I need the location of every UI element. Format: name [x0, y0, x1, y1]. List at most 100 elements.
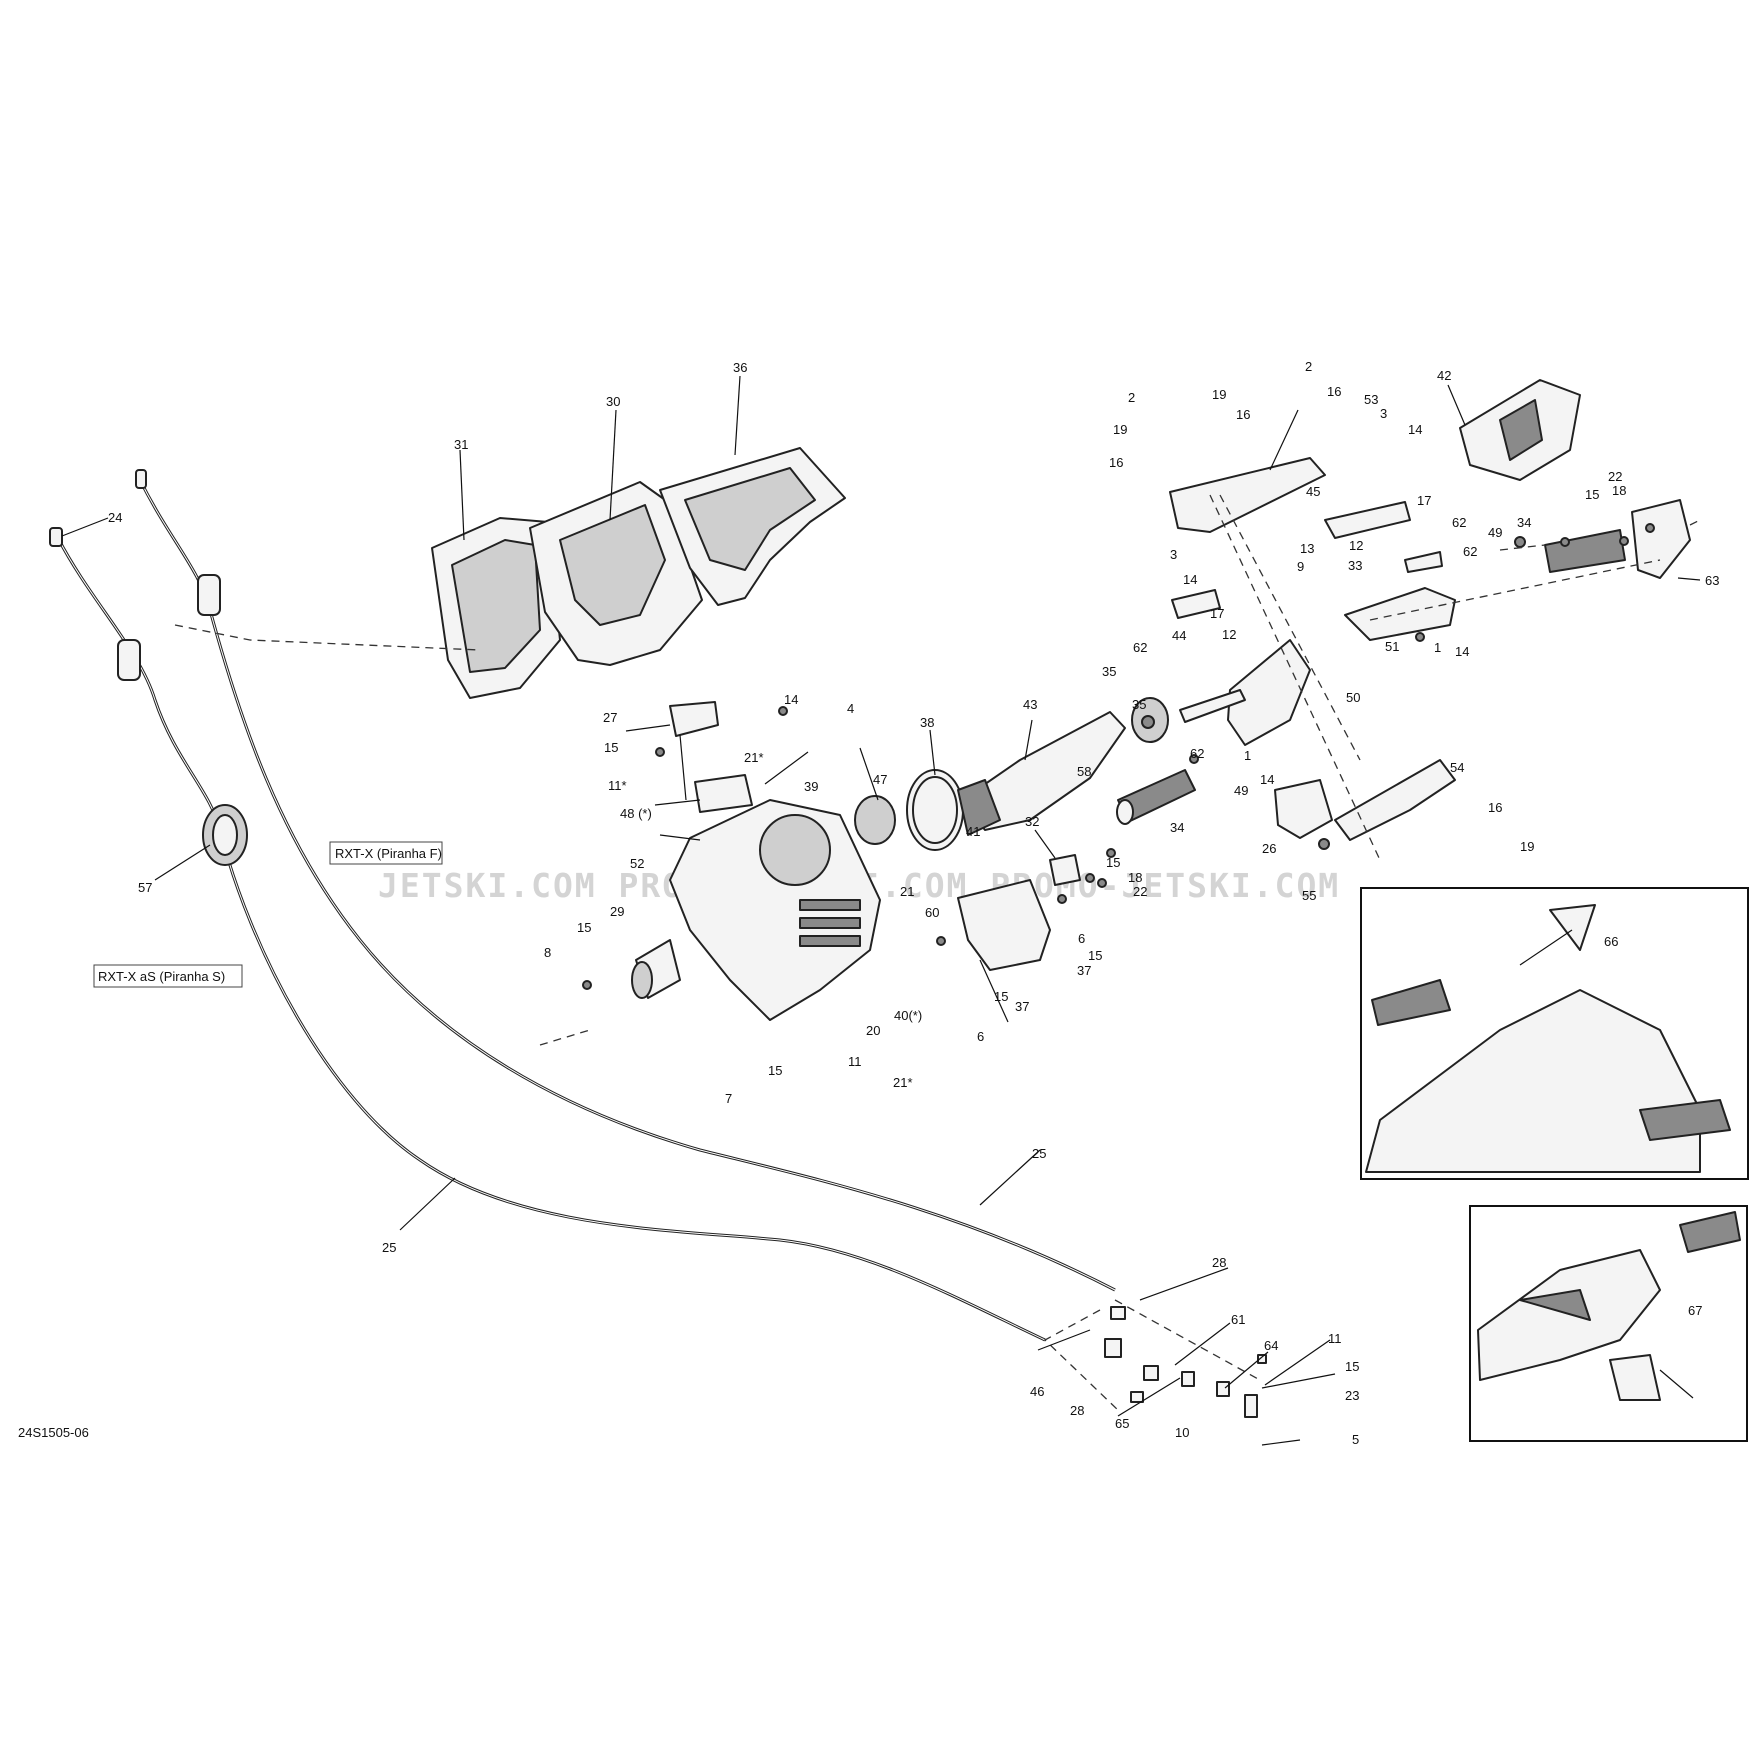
switch-32 — [1049, 854, 1081, 886]
assembly-lines — [174, 494, 1701, 1413]
callout-44: 44 — [1172, 628, 1186, 643]
callout-49a: 49 — [1234, 783, 1248, 798]
callout-2b: 2 — [1305, 359, 1312, 374]
plate-44 — [1171, 589, 1221, 619]
ring-38 — [906, 769, 964, 851]
bushing-29 — [631, 939, 681, 999]
callout-15b: 15 — [577, 920, 591, 935]
callout-54: 54 — [1450, 760, 1464, 775]
grip-34-right — [1544, 529, 1626, 573]
callout-58: 58 — [1077, 764, 1091, 779]
callout-27: 27 — [603, 710, 617, 725]
callout-55: 55 — [1302, 888, 1316, 903]
callout-8: 8 — [544, 945, 551, 960]
callout-11a: 11* — [608, 778, 627, 793]
callout-13: 13 — [1300, 541, 1314, 556]
callout-18b: 18 — [1612, 483, 1626, 498]
callout-37a: 37 — [1077, 963, 1091, 978]
callout-30: 30 — [606, 394, 620, 409]
callout-29: 29 — [610, 904, 624, 919]
callout-6a: 6 — [1078, 931, 1085, 946]
callout-7: 7 — [725, 1091, 732, 1106]
callout-16d: 16 — [1488, 800, 1502, 815]
callout-49b: 49 — [1488, 525, 1502, 540]
callout-32: 32 — [1025, 814, 1039, 829]
callout-12b: 12 — [1349, 538, 1363, 553]
callout-15a: 15 — [604, 740, 618, 755]
cover-31 — [431, 517, 561, 699]
callout-19a: 19 — [1113, 422, 1127, 437]
callout-66: 66 — [1604, 934, 1618, 949]
callout-62d: 62 — [1463, 544, 1477, 559]
end-cap-63 — [1631, 499, 1691, 579]
callout-67: 67 — [1688, 1303, 1702, 1318]
callout-21c: 21* — [893, 1075, 913, 1090]
callout-63: 63 — [1705, 573, 1719, 588]
bracket-39 — [694, 774, 753, 813]
callout-25a: 25 — [1032, 1146, 1046, 1161]
callout-14d: 14 — [1408, 422, 1422, 437]
callout-19c: 19 — [1520, 839, 1534, 854]
callout-21a: 21* — [744, 750, 764, 765]
callout-61: 61 — [1231, 1312, 1245, 1327]
callout-18a: 18 — [1128, 870, 1142, 885]
callout-15d: 15 — [1088, 948, 1102, 963]
callout-64: 64 — [1264, 1338, 1278, 1353]
model-label-rxt-x-as: RXT-X aS (Piranha S) — [93, 964, 243, 988]
disc-58 — [1131, 697, 1169, 743]
callout-28b: 28 — [1070, 1403, 1084, 1418]
hardware-cluster — [582, 523, 1655, 1418]
callout-11b: 11 — [848, 1054, 862, 1069]
seal-47 — [854, 795, 896, 845]
callout-2a: 2 — [1128, 390, 1135, 405]
callout-35b: 35 — [1102, 664, 1116, 679]
callout-15c: 15 — [768, 1063, 782, 1078]
callout-45: 45 — [1306, 484, 1320, 499]
callout-62c: 62 — [1452, 515, 1466, 530]
handle-body-43 — [957, 711, 1126, 836]
model-label-rxt-x-as-text: RXT-X aS (Piranha S) — [98, 969, 225, 984]
cable-grommet-57 — [202, 804, 248, 866]
cover-30 — [529, 481, 703, 666]
leader-lines — [61, 375, 1701, 1446]
callout-14e: 14 — [1455, 644, 1469, 659]
callout-15h: 15 — [1345, 1359, 1359, 1374]
callout-14a: 14 — [784, 692, 798, 707]
diagram-code: 24S1505-06 — [18, 1425, 89, 1440]
callout-41: 41 — [966, 824, 980, 839]
plate-45 — [1324, 501, 1411, 539]
callout-20: 20 — [866, 1023, 880, 1038]
callout-22b: 22 — [1608, 469, 1622, 484]
callout-62a: 62 — [1190, 746, 1204, 761]
grip-34-center — [1116, 769, 1196, 825]
cover-26 — [1274, 779, 1333, 839]
callout-39: 39 — [804, 779, 818, 794]
callout-52: 52 — [630, 856, 644, 871]
callout-3a: 3 — [1170, 547, 1177, 562]
callout-35: 35 — [1132, 697, 1146, 712]
callout-4: 4 — [847, 701, 854, 716]
callout-22a: 22 — [1133, 884, 1147, 899]
callout-3b: 3 — [1380, 406, 1387, 421]
callout-11c: 11 — [1328, 1331, 1342, 1346]
steering-cable-right — [135, 469, 1116, 1292]
callout-21b: 21 — [900, 884, 914, 899]
callout-6b: 6 — [977, 1029, 984, 1044]
model-label-rxt-x: RXT-X (Piranha F) — [329, 841, 443, 865]
callout-31: 31 — [454, 437, 468, 452]
callout-1a: 1 — [1244, 748, 1251, 763]
switch-housing-41 — [957, 879, 1051, 971]
steering-cable-left — [49, 527, 1046, 1342]
model-label-rxt-x-text: RXT-X (Piranha F) — [335, 846, 442, 861]
callout-10: 10 — [1175, 1425, 1189, 1440]
callout-15f: 15 — [1106, 855, 1120, 870]
callout-5: 5 — [1352, 1432, 1359, 1447]
callout-47: 47 — [873, 772, 887, 787]
callout-16a: 16 — [1109, 455, 1123, 470]
cover-36 — [659, 447, 846, 606]
callout-14b: 14 — [1260, 772, 1274, 787]
inset-handlebar-pad — [1360, 887, 1749, 1180]
steering-housing-52 — [669, 799, 881, 1021]
callout-15g: 15 — [1585, 487, 1599, 502]
clamp-48 — [669, 701, 719, 737]
